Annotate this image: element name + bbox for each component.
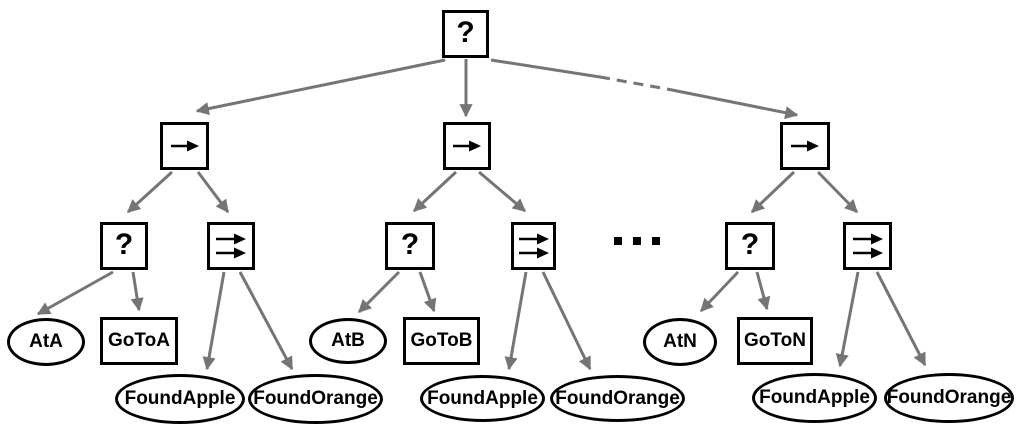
condition-node-atB: AtB (309, 318, 387, 364)
edge-par3-fo3 (875, 271, 927, 367)
dot (652, 237, 660, 245)
node-label: AtB (331, 330, 365, 351)
edge-q1-gotoA (130, 271, 144, 312)
node-label: FoundOrange (555, 387, 680, 409)
edge-par2-fa2 (504, 271, 528, 371)
condition-node-atA: AtA (7, 318, 85, 366)
double-arrow-right-icon (216, 233, 246, 259)
edge-root-seq3 (666, 87, 799, 120)
edge-seq3-par3 (816, 170, 859, 214)
double-arrow-right-icon (518, 233, 549, 259)
question-mark-label: ? (114, 228, 134, 261)
parallel-node-1 (207, 222, 255, 270)
arrow-right-icon (170, 140, 199, 152)
dot (614, 237, 622, 245)
selector-node-2: ? (385, 222, 435, 270)
selector-node-1: ? (100, 222, 148, 270)
sequence-node-2 (443, 122, 491, 170)
node-label: GoToN (744, 330, 806, 351)
edge-seq1-q1 (126, 170, 174, 214)
double-arrow-right-icon (852, 233, 883, 259)
parallel-node-3 (843, 222, 892, 270)
node-label: FoundApple (427, 387, 538, 409)
action-node-gotoB: GoToB (403, 317, 480, 365)
edge-par3-fa3 (835, 271, 860, 368)
edge-q2-gotoB (418, 271, 437, 313)
condition-node-atN: AtN (643, 318, 717, 366)
edge-seq3-q3 (750, 170, 796, 214)
sequence-node-3 (780, 122, 830, 170)
condition-node-foundapple-3: FoundApple (752, 373, 877, 423)
edge-q1-atA (36, 270, 114, 316)
node-label: AtA (29, 331, 63, 352)
node-label: FoundApple (759, 387, 870, 408)
node-label: FoundApple (124, 388, 236, 409)
edge-root-seq1 (195, 58, 446, 116)
edge-q3-gotoN (755, 271, 771, 311)
edge-q3-atN (699, 270, 740, 313)
arrow-right-icon (791, 140, 819, 152)
condition-node-foundorange-2: FoundOrange (550, 375, 685, 422)
edge-seq1-par1 (196, 171, 230, 214)
question-mark-label: ? (740, 228, 760, 261)
dot (633, 237, 641, 245)
root-selector-node: ? (442, 10, 489, 58)
action-node-gotoA: GoToA (100, 317, 178, 365)
ellipsis-dots (612, 226, 662, 256)
sequence-node-1 (160, 122, 209, 170)
action-node-gotoN: GoToN (737, 317, 813, 365)
node-label: AtN (663, 331, 697, 352)
edge-q2-atB (357, 270, 401, 314)
condition-node-foundapple-1: FoundApple (115, 374, 245, 424)
edge-root-seq3 (490, 58, 601, 79)
edge-root-seq3 (599, 75, 668, 91)
question-mark-label: ? (400, 228, 420, 261)
edge-par1-fo1 (238, 271, 294, 371)
parallel-node-2 (511, 222, 556, 270)
arrow-right-icon (453, 140, 481, 152)
edge-seq2-q2 (412, 170, 458, 213)
question-mark-label: ? (456, 16, 475, 49)
edge-par1-fa1 (202, 271, 226, 371)
edge-seq2-par2 (478, 170, 527, 213)
node-label: GoToA (108, 330, 170, 351)
condition-node-foundorange-1: FoundOrange (248, 374, 383, 424)
condition-node-foundapple-2: FoundApple (420, 375, 545, 422)
condition-node-foundorange-3: FoundOrange (884, 373, 1014, 423)
node-label: FoundOrange (253, 388, 378, 409)
edge-par2-fo2 (541, 271, 592, 371)
node-label: FoundOrange (886, 387, 1012, 408)
selector-node-3: ? (725, 222, 775, 270)
node-label: GoToB (410, 330, 473, 351)
